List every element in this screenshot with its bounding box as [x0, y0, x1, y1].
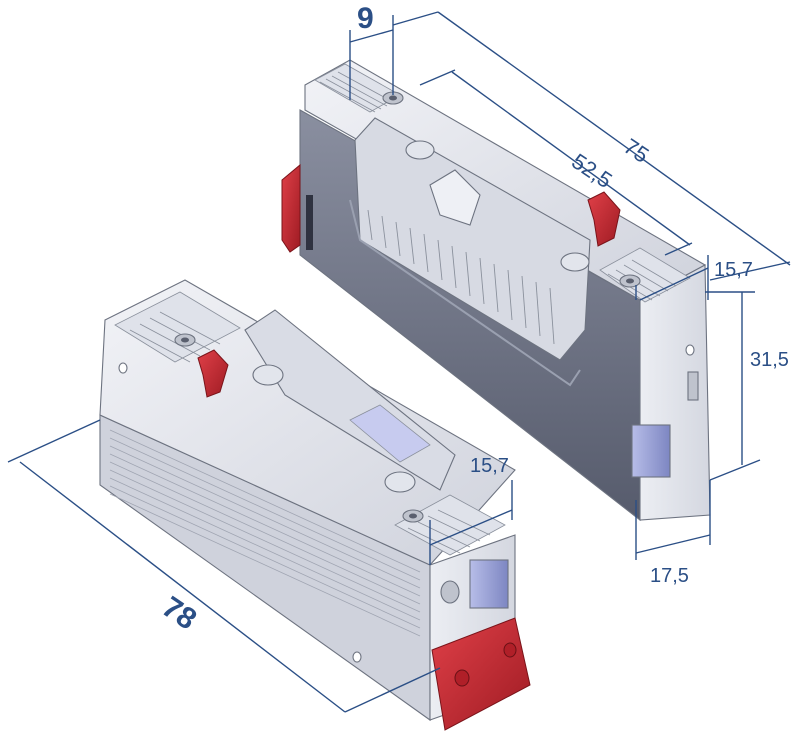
dim-label-top-depth: 17,5 [650, 565, 689, 587]
top-red-clip [587, 191, 621, 247]
bottom-lower-hole [352, 651, 362, 663]
bottom-strike-plate-part [99, 279, 531, 731]
bottom-rib-strip-left [114, 291, 241, 363]
dim-label-top-end-width: 15,7 [714, 259, 753, 281]
top-latch-ribs [367, 209, 555, 345]
top-end-face [639, 264, 711, 521]
top-inner-screw-left [405, 140, 435, 160]
top-end-notch [687, 371, 699, 401]
bottom-inner-screw-upper [252, 364, 284, 386]
bottom-left-hole [118, 362, 128, 374]
dim-label-top-width: 9 [357, 2, 374, 35]
top-latch-tongue [429, 169, 481, 226]
bottom-screw-hole-right [402, 509, 424, 523]
top-blue-insert [631, 424, 671, 478]
bottom-red-clip [197, 349, 229, 398]
top-inner-screw-right [560, 252, 590, 272]
bottom-inner-screw-lower [384, 471, 416, 493]
bottom-front-ribs [109, 429, 421, 637]
top-end-hole [685, 344, 695, 356]
top-red-end-cap [281, 163, 301, 253]
dim-label-bottom-end-width: 15,7 [470, 455, 509, 477]
top-left-slot [306, 195, 313, 250]
dimension-lines [7, 11, 791, 713]
bottom-blue-insert [469, 559, 509, 609]
top-strike-plate-part [281, 59, 711, 522]
top-screw-hole-right [619, 274, 641, 288]
top-inner-channel [349, 199, 581, 387]
bottom-red-block-hole-right [503, 642, 517, 658]
dim-label-top-height: 31,5 [750, 349, 789, 371]
bottom-pocket-channel-blue [349, 404, 431, 463]
top-rib-strip-right [599, 247, 691, 303]
bottom-red-block-hole-left [454, 669, 470, 687]
bottom-screw-hole-left [174, 333, 196, 347]
bottom-end-hole [440, 580, 460, 604]
